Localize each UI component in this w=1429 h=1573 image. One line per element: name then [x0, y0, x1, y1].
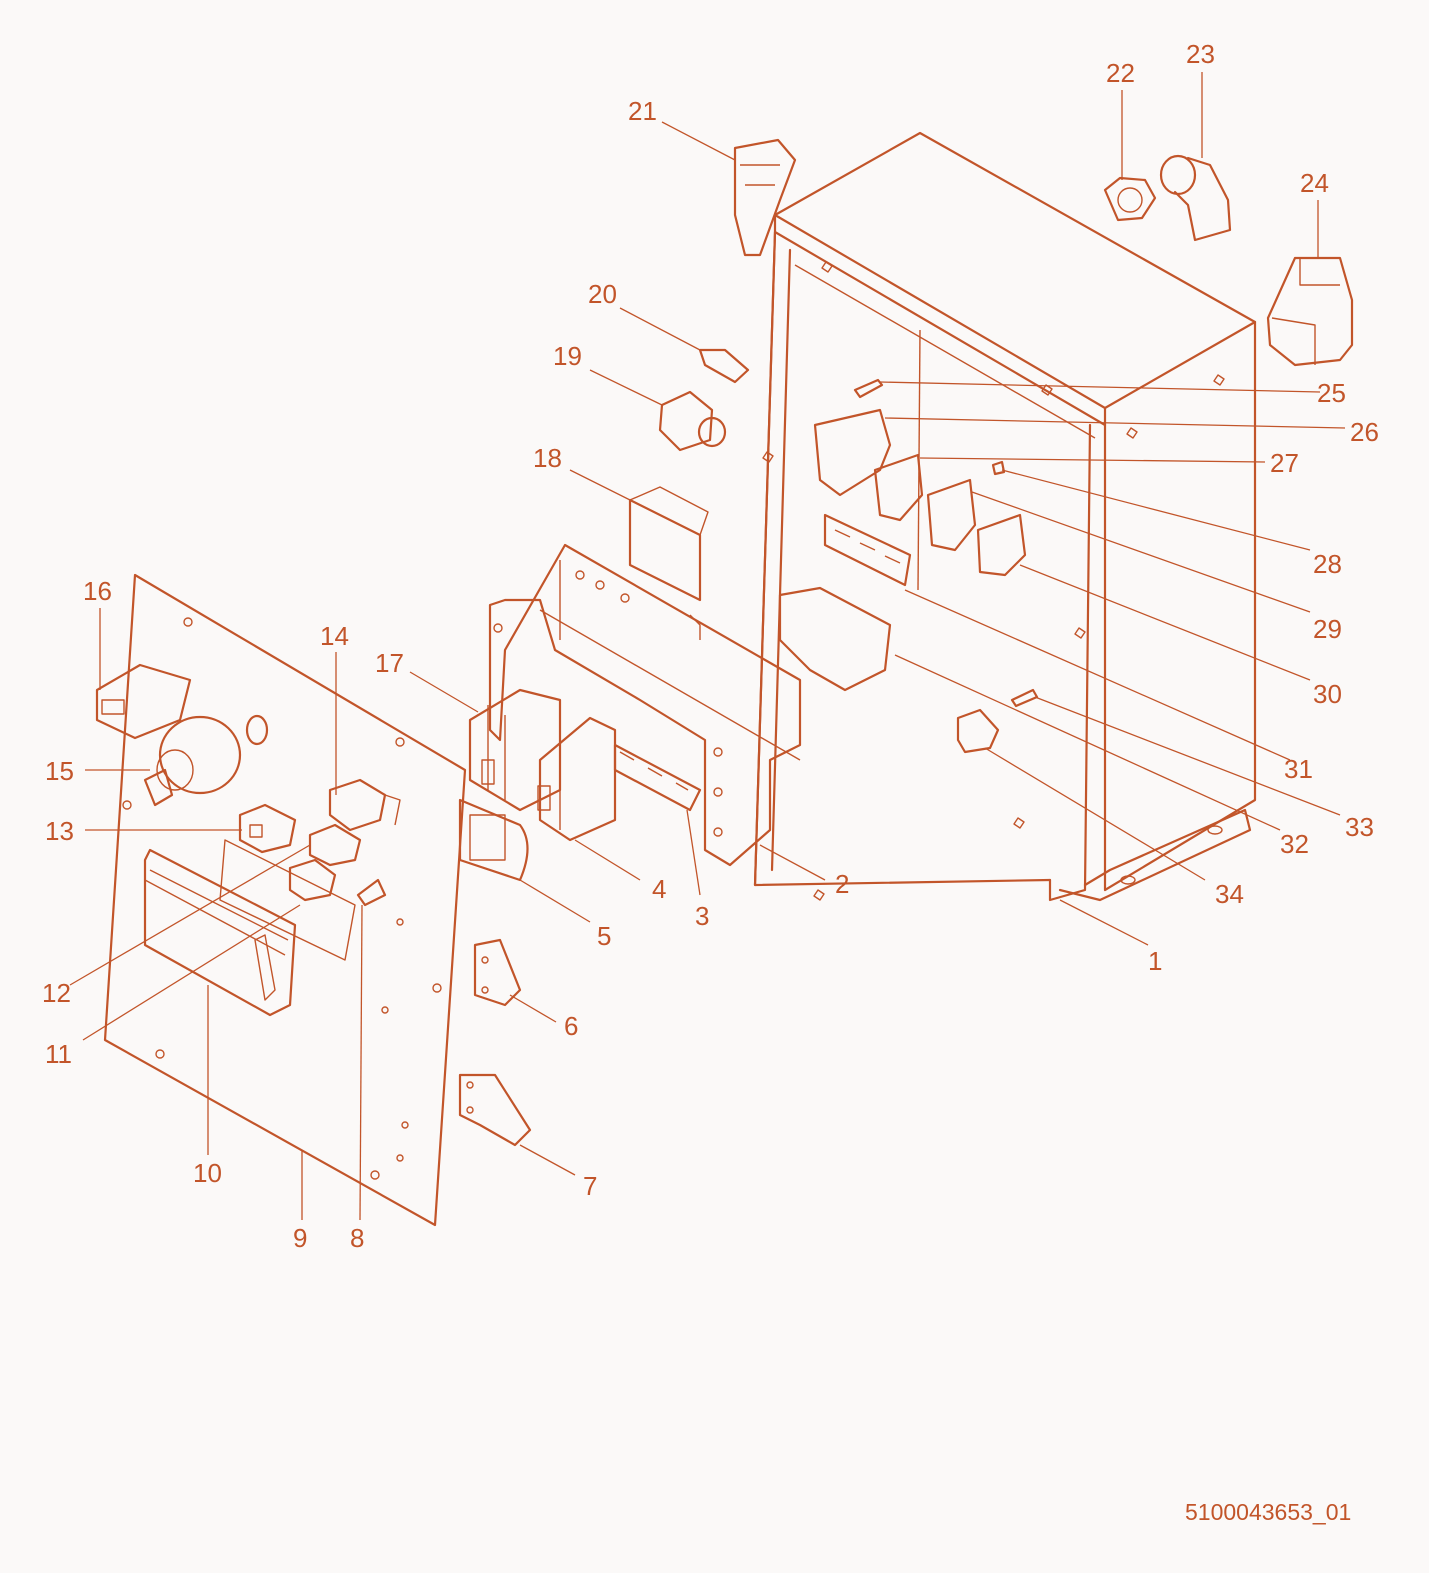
plug-20 [698, 348, 750, 384]
callout-25: 25 [1317, 378, 1346, 408]
callout-10: 10 [193, 1158, 222, 1188]
terminal-29 [926, 478, 977, 552]
callout-15: 15 [45, 756, 74, 786]
terminal-30 [976, 513, 1027, 577]
callout-26: 26 [1350, 417, 1379, 447]
switch-13 [238, 803, 297, 854]
callout-labels: 1 2 3 4 5 6 7 8 9 10 11 12 13 14 15 16 1… [42, 39, 1379, 1253]
callout-19: 19 [553, 341, 582, 371]
callout-8: 8 [350, 1223, 364, 1253]
circuit-breaker-17 [468, 688, 562, 812]
callout-33: 33 [1345, 812, 1374, 842]
callout-20: 20 [588, 279, 617, 309]
callout-24: 24 [1300, 168, 1329, 198]
callout-23: 23 [1186, 39, 1215, 69]
mounting-bracket [488, 543, 802, 867]
callout-29: 29 [1313, 614, 1342, 644]
callout-17: 17 [375, 648, 404, 678]
callout-27: 27 [1270, 448, 1299, 478]
circuit-breaker-4 [537, 716, 617, 842]
callout-13: 13 [45, 816, 74, 846]
fuse-25 [853, 378, 884, 399]
cable-gland-19 [658, 390, 727, 452]
front-panel [103, 573, 467, 1227]
socket-24 [1266, 256, 1354, 367]
callout-1: 1 [1148, 946, 1162, 976]
connector-21 [733, 138, 797, 257]
terminal-26 [813, 408, 892, 497]
callout-3: 3 [695, 901, 709, 931]
display-unit [143, 848, 297, 1017]
fuse-33 [1010, 688, 1039, 708]
callout-30: 30 [1313, 679, 1342, 709]
callout-5: 5 [597, 921, 611, 951]
callout-2: 2 [835, 869, 849, 899]
enclosure-box [753, 131, 1257, 902]
lamp-holder [95, 663, 192, 740]
callout-22: 22 [1106, 58, 1135, 88]
callout-34: 34 [1215, 879, 1244, 909]
callout-21: 21 [628, 96, 657, 126]
switch-11 [288, 858, 337, 902]
callout-32: 32 [1280, 829, 1309, 859]
clip-28 [991, 460, 1006, 476]
elbow-23 [1159, 154, 1232, 242]
relay-32 [778, 586, 892, 692]
key-switch [143, 715, 242, 807]
callout-14: 14 [320, 621, 349, 651]
leader-lines [69, 72, 1346, 1221]
callout-9: 9 [293, 1223, 307, 1253]
cover-plate [458, 798, 529, 882]
diagram-code: 5100043653_01 [1185, 1499, 1351, 1525]
callout-4: 4 [652, 874, 666, 904]
switch-12 [308, 823, 362, 867]
indicator-8 [356, 878, 387, 907]
component-block [628, 486, 709, 602]
din-rail-31 [823, 513, 912, 587]
callout-12: 12 [42, 978, 71, 1008]
callout-7: 7 [583, 1171, 597, 1201]
callout-28: 28 [1313, 549, 1342, 579]
cap-34 [956, 708, 1000, 754]
callout-18: 18 [533, 443, 562, 473]
callout-31: 31 [1284, 754, 1313, 784]
bracket-6 [473, 938, 522, 1007]
nut-22 [1103, 176, 1157, 222]
callout-16: 16 [83, 576, 112, 606]
callout-6: 6 [564, 1011, 578, 1041]
callout-11: 11 [45, 1039, 72, 1069]
din-rail-3 [613, 743, 702, 812]
bracket-7 [458, 1073, 532, 1147]
switch-14 [328, 778, 401, 832]
terminal-27 [873, 453, 924, 522]
